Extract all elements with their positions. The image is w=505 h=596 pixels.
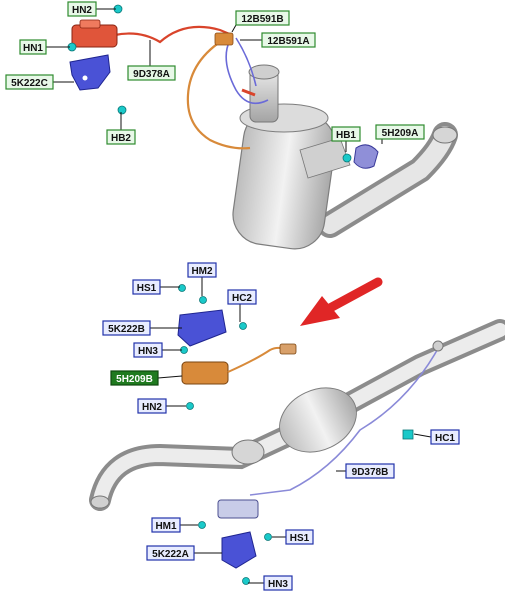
label-hb1: HB1: [336, 130, 356, 141]
particulate-filter: [232, 64, 351, 250]
callout-mid-hn3[interactable]: HN3: [133, 342, 163, 358]
label-hc2: HC2: [232, 293, 252, 304]
pressure-sensor-pipes: [225, 37, 269, 105]
callout-top-hb1[interactable]: HB1: [331, 126, 361, 142]
label-hs1-bot: HS1: [290, 533, 310, 544]
label-hm2: HM2: [191, 266, 213, 277]
red-arrow-indicator: [300, 277, 383, 326]
label-9d378a: 9D378A: [133, 69, 170, 80]
mid-bracket-5k222b: [177, 309, 227, 347]
callout-top-5k222c[interactable]: 5K222C: [5, 74, 54, 90]
callout-top-5h209a[interactable]: 5H209A: [375, 124, 425, 140]
lower-clip-hc1: [402, 429, 414, 440]
label-hn1-top: HN1: [23, 43, 43, 54]
label-hn2-mid: HN2: [142, 402, 162, 413]
callout-mid-hc2[interactable]: HC2: [227, 289, 257, 305]
label-5h209b: 5H209B: [116, 374, 153, 385]
lower-exhaust-assembly: [89, 319, 505, 511]
callout-bot-5k222a[interactable]: 5K222A: [146, 545, 195, 561]
callout-top-hb2[interactable]: HB2: [106, 129, 136, 145]
label-hb2: HB2: [111, 133, 131, 144]
label-hs1-mid: HS1: [137, 283, 157, 294]
callout-bot-hn3[interactable]: HN3: [263, 575, 293, 591]
top-wiring-harness: [114, 25, 251, 150]
label-12b591a: 12B591A: [267, 36, 309, 47]
label-hn3-mid: HN3: [138, 346, 158, 357]
label-hn2-top: HN2: [72, 5, 92, 16]
callout-mid-hn2[interactable]: HN2: [137, 398, 167, 414]
callout-top-12b591a[interactable]: 12B591A: [261, 32, 316, 48]
callout-right-hc1[interactable]: HC1: [430, 429, 460, 445]
callout-mid-5h209b[interactable]: 5H209B: [110, 370, 159, 386]
label-hm1: HM1: [155, 521, 177, 532]
bottom-bracket-5k222a: [221, 531, 257, 569]
callout-top-9d378a[interactable]: 9D378A: [127, 65, 176, 81]
bottom-fasteners: [198, 521, 272, 585]
label-hn3-bot: HN3: [268, 579, 288, 590]
mid-sensor-5h209b: [181, 343, 297, 385]
label-5k222b: 5K222B: [108, 324, 145, 335]
callout-mid-hs1[interactable]: HS1: [132, 279, 161, 295]
bottom-sensor: [217, 499, 259, 519]
callout-top-hn1[interactable]: HN1: [19, 39, 47, 55]
label-5k222c: 5K222C: [11, 78, 48, 89]
label-hc1: HC1: [435, 433, 455, 444]
callout-bot-hm1[interactable]: HM1: [151, 517, 181, 533]
label-5h209a: 5H209A: [382, 128, 419, 139]
connector-12b591b-icon: [214, 32, 234, 46]
label-5k222a: 5K222A: [152, 549, 189, 560]
label-9d378b: 9D378B: [352, 467, 389, 478]
callout-mid-5k222b[interactable]: 5K222B: [102, 320, 151, 336]
callout-top-hn2[interactable]: HN2: [67, 1, 97, 17]
lower-pressure-pipe-9d378b: [249, 340, 444, 496]
top-heat-shield-5h209a: [353, 144, 379, 169]
fastener-hb2-icon: [117, 105, 127, 115]
fastener-hb1-icon: [342, 153, 352, 163]
callout-mid-hm2[interactable]: HM2: [187, 262, 217, 278]
mid-fasteners: [178, 284, 247, 410]
callout-right-9d378b[interactable]: 9D378B: [345, 463, 395, 479]
callout-top-12b591b[interactable]: 12B591B: [235, 10, 290, 26]
callout-bot-hs1[interactable]: HS1: [285, 529, 314, 545]
label-12b591b: 12B591B: [241, 14, 283, 25]
top-sensor: [71, 19, 118, 48]
top-exhaust-pipe: [317, 122, 458, 238]
top-bracket-5k222c: [69, 54, 111, 91]
